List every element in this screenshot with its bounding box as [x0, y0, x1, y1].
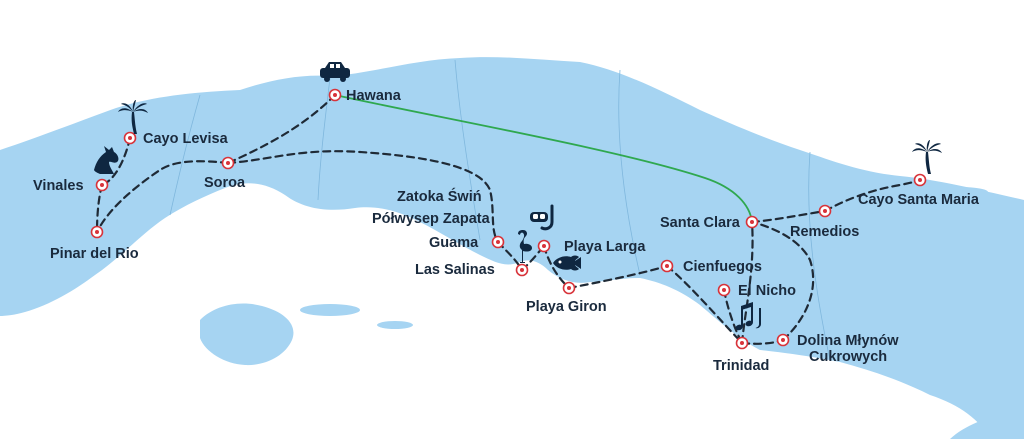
key-5	[932, 187, 988, 197]
car-icon	[320, 62, 350, 82]
music-notes-icon	[735, 302, 761, 331]
direct-route-hawana-santa-clara	[334, 94, 753, 223]
label-dolina: Dolina Młynów	[797, 333, 899, 349]
label-cienfuegos: Cienfuegos	[683, 259, 762, 275]
marker-pinar-del-rio[interactable]	[90, 225, 104, 239]
cuba-main-island	[0, 57, 1024, 439]
marker-cayo-santa-maria[interactable]	[913, 173, 927, 187]
marker-dolina[interactable]	[776, 333, 790, 347]
label-las-salinas: Las Salinas	[415, 262, 495, 278]
palm-tree-icon	[912, 140, 942, 174]
land	[0, 57, 1024, 439]
marker-cienfuegos[interactable]	[660, 259, 674, 273]
labels: Hawana Cayo Levisa Vinales Soroa Pinar d…	[33, 88, 980, 374]
route-segment	[750, 220, 815, 342]
label-polwysep-zapata: Półwysep Zapata	[372, 211, 491, 227]
label-hawana: Hawana	[346, 88, 402, 104]
label-cayo-santa-maria: Cayo Santa Maria	[858, 192, 980, 208]
marker-trinidad[interactable]	[735, 336, 749, 350]
marker-hawana[interactable]	[328, 88, 342, 102]
label-remedios: Remedios	[790, 224, 859, 240]
label-guama: Guama	[429, 235, 479, 251]
route-segment	[567, 264, 669, 290]
fish-icon	[553, 255, 581, 271]
marker-soroa[interactable]	[221, 156, 235, 170]
label-santa-clara: Santa Clara	[660, 215, 741, 231]
marker-las-salinas[interactable]	[515, 263, 529, 277]
label-soroa: Soroa	[204, 175, 246, 191]
label-playa-giron: Playa Giron	[526, 299, 607, 315]
marker-guama[interactable]	[491, 235, 505, 249]
marker-remedios[interactable]	[818, 204, 832, 218]
label-cayo-levisa: Cayo Levisa	[143, 131, 229, 147]
label-dolina-line2: Cukrowych	[809, 349, 887, 365]
label-zatoka-swin: Zatoka Świń	[397, 187, 482, 205]
palm-tree-icon	[118, 100, 148, 134]
key-1	[300, 304, 360, 316]
jamaica-edge	[950, 410, 1024, 439]
label-el-nicho: El Nicho	[738, 283, 796, 299]
label-trinidad: Trinidad	[713, 358, 769, 374]
key-4	[579, 76, 591, 80]
key-2	[377, 321, 413, 329]
flamingo-icon	[518, 230, 532, 263]
horse-icon	[94, 146, 119, 174]
marker-vinales[interactable]	[95, 178, 109, 192]
marker-el-nicho[interactable]	[717, 283, 731, 297]
route-segment	[226, 93, 337, 165]
marker-santa-clara[interactable]	[745, 215, 759, 229]
marker-playa-larga[interactable]	[537, 239, 551, 253]
isla-de-la-juventud	[200, 303, 294, 366]
route-segment	[740, 220, 754, 345]
route-segment	[750, 209, 827, 224]
marker-playa-giron[interactable]	[562, 281, 576, 295]
marker-cayo-levisa[interactable]	[123, 131, 137, 145]
route-segment	[226, 150, 500, 244]
snorkel-icon	[530, 204, 554, 231]
key-3	[540, 75, 556, 81]
label-pinar-del-rio: Pinar del Rio	[50, 246, 139, 262]
label-playa-larga: Playa Larga	[564, 239, 646, 255]
route-segment	[95, 160, 230, 234]
markers	[90, 88, 927, 350]
label-vinales: Vinales	[33, 178, 84, 194]
route-segment	[665, 264, 744, 345]
